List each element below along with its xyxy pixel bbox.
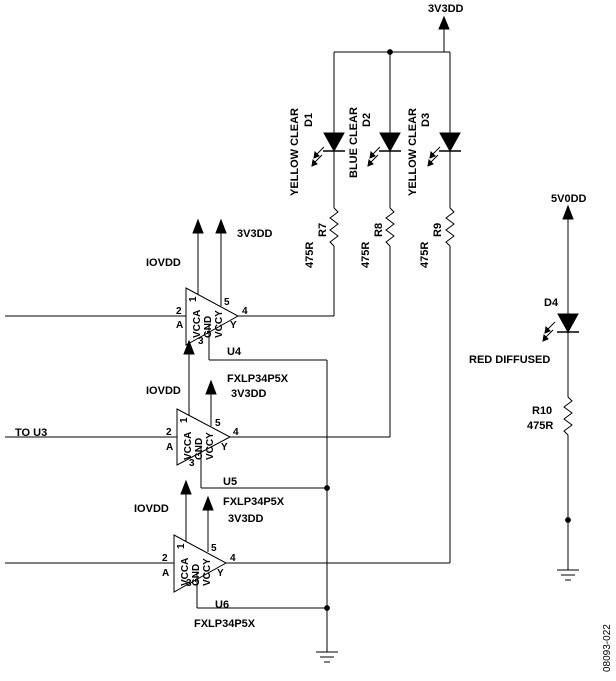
u5-pin-in-num: 2 [166, 427, 172, 438]
u4-pin-vcca-num: 1 [188, 296, 199, 302]
u6-pin-out-num: 4 [230, 553, 236, 564]
net-label-5v0dd: 5V0DD [551, 193, 587, 205]
net-label-iovdd-u5: IOVDD [146, 385, 181, 397]
led-d2-desc: BLUE CLEAR [348, 107, 360, 178]
led-d3 [427, 52, 461, 208]
ground-bus [316, 360, 338, 663]
net-label-3v3dd-u4: 3V3DD [237, 228, 273, 240]
u4-pin-in-num: 2 [176, 306, 182, 317]
buffer-u4 [5, 218, 334, 361]
led-d3-ref: D3 [420, 113, 432, 127]
u5-pin-out-num: 4 [233, 427, 239, 438]
u6-pin-gnd-num: 3 [186, 578, 192, 589]
net-label-3v3dd-u6: 3V3DD [228, 513, 264, 525]
u4-pin-out-num: 4 [242, 306, 248, 317]
net-label-iovdd-u6: IOVDD [134, 503, 169, 515]
resistor-r8-value: 475R [360, 242, 372, 268]
supply-arrow-3v3dd-u5 [205, 379, 217, 395]
buffer-u6 [5, 479, 450, 609]
supply-arrow-iovdd-u4 [192, 218, 204, 234]
junction-dot [324, 485, 330, 491]
u5-pin-vccy-num: 5 [215, 418, 221, 429]
u5-ref: U5 [223, 476, 237, 488]
u5-pin-gnd-name: GND [194, 438, 205, 460]
resistor-r7 [329, 207, 339, 316]
u6-part: FXLP34P5X [194, 618, 256, 630]
u4-pin-vccy-name: VCCY [214, 310, 225, 338]
junction-dot [324, 605, 330, 611]
u4-pin-vccy-num: 5 [224, 297, 230, 308]
u5-pin-vcca-name: VCCA [183, 432, 194, 460]
u6-pin-vccy-num: 5 [211, 543, 217, 554]
ground-symbol [557, 569, 579, 581]
resistor-r10-ref: R10 [532, 405, 552, 417]
resistor-r8 [385, 207, 395, 437]
led-d3-desc: YELLOW CLEAR [407, 108, 419, 196]
resistor-r10 [563, 396, 573, 436]
resistor-r9 [445, 207, 455, 563]
led-d1-desc: YELLOW CLEAR [289, 108, 301, 196]
figure-id: 08093-022 [602, 624, 613, 672]
led-d1-ref: D1 [303, 113, 315, 127]
u6-pin-out-name: Y [217, 568, 224, 579]
led-d4-ref: D4 [544, 297, 559, 309]
resistor-r8-ref: R8 [373, 223, 385, 237]
u5-pin-vcca-num: 1 [179, 417, 190, 423]
led-d2 [367, 52, 401, 208]
net-label-3v3dd-top: 3V3DD [428, 3, 464, 15]
u6-ref: U6 [215, 599, 229, 611]
supply-arrow-iovdd-u5 [183, 339, 195, 355]
u4-pin-gnd-name: GND [203, 316, 214, 338]
supply-arrow-3v3dd-top [438, 15, 450, 30]
u4-pin-in-name: A [176, 320, 183, 331]
net-label-iovdd-u4: IOVDD [146, 257, 181, 269]
supply-arrow-3v3dd-u4 [215, 218, 227, 234]
u6-pin-in-num: 2 [162, 553, 168, 564]
supply-arrow-5v0dd [562, 204, 574, 220]
u5-pin-gnd-num: 3 [189, 458, 195, 469]
led-d1 [311, 52, 345, 208]
resistor-r10-value: 475R [527, 420, 553, 432]
resistor-r9-value: 475R [419, 242, 431, 268]
u5-part: FXLP34P5X [227, 373, 289, 385]
buffer-u5 [5, 339, 390, 489]
net-label-to-u3: TO U3 [15, 427, 47, 439]
u4-ref: U4 [227, 346, 242, 358]
led-d2-ref: D2 [361, 113, 373, 127]
u4-pin-vcca-name: VCCA [192, 310, 203, 338]
u5-pin-vccy-name: VCCY [205, 432, 216, 460]
ground-symbol [316, 651, 338, 663]
net-label-3v3dd-u5: 3V3DD [231, 388, 267, 400]
u6-pin-vccy-name: VCCY [202, 558, 213, 586]
led-d4-branch [542, 204, 579, 581]
u4-pin-gnd-num: 3 [198, 336, 204, 347]
supply-arrow-iovdd-u6 [180, 479, 192, 495]
top-supply: 3V3DD [334, 3, 464, 55]
u6-pin-in-name: A [162, 568, 169, 579]
u4-pin-out-name: Y [230, 320, 237, 331]
u6-pin-gnd-name: GND [191, 564, 202, 586]
u5-pin-out-name: Y [221, 442, 228, 453]
resistor-r7-ref: R7 [317, 223, 329, 237]
u6-pin-vcca-num: 1 [176, 543, 187, 549]
u6-part-top: FXLP34P5X [223, 496, 285, 508]
junction-dot [565, 517, 571, 523]
led-d4-desc: RED DIFFUSED [469, 354, 550, 366]
resistor-r7-value: 475R [304, 242, 316, 268]
resistor-r9-ref: R9 [432, 223, 444, 237]
supply-arrow-3v3dd-u6 [202, 495, 214, 511]
u5-pin-in-name: A [166, 442, 173, 453]
u6-pin-vcca-name: VCCA [180, 558, 191, 586]
